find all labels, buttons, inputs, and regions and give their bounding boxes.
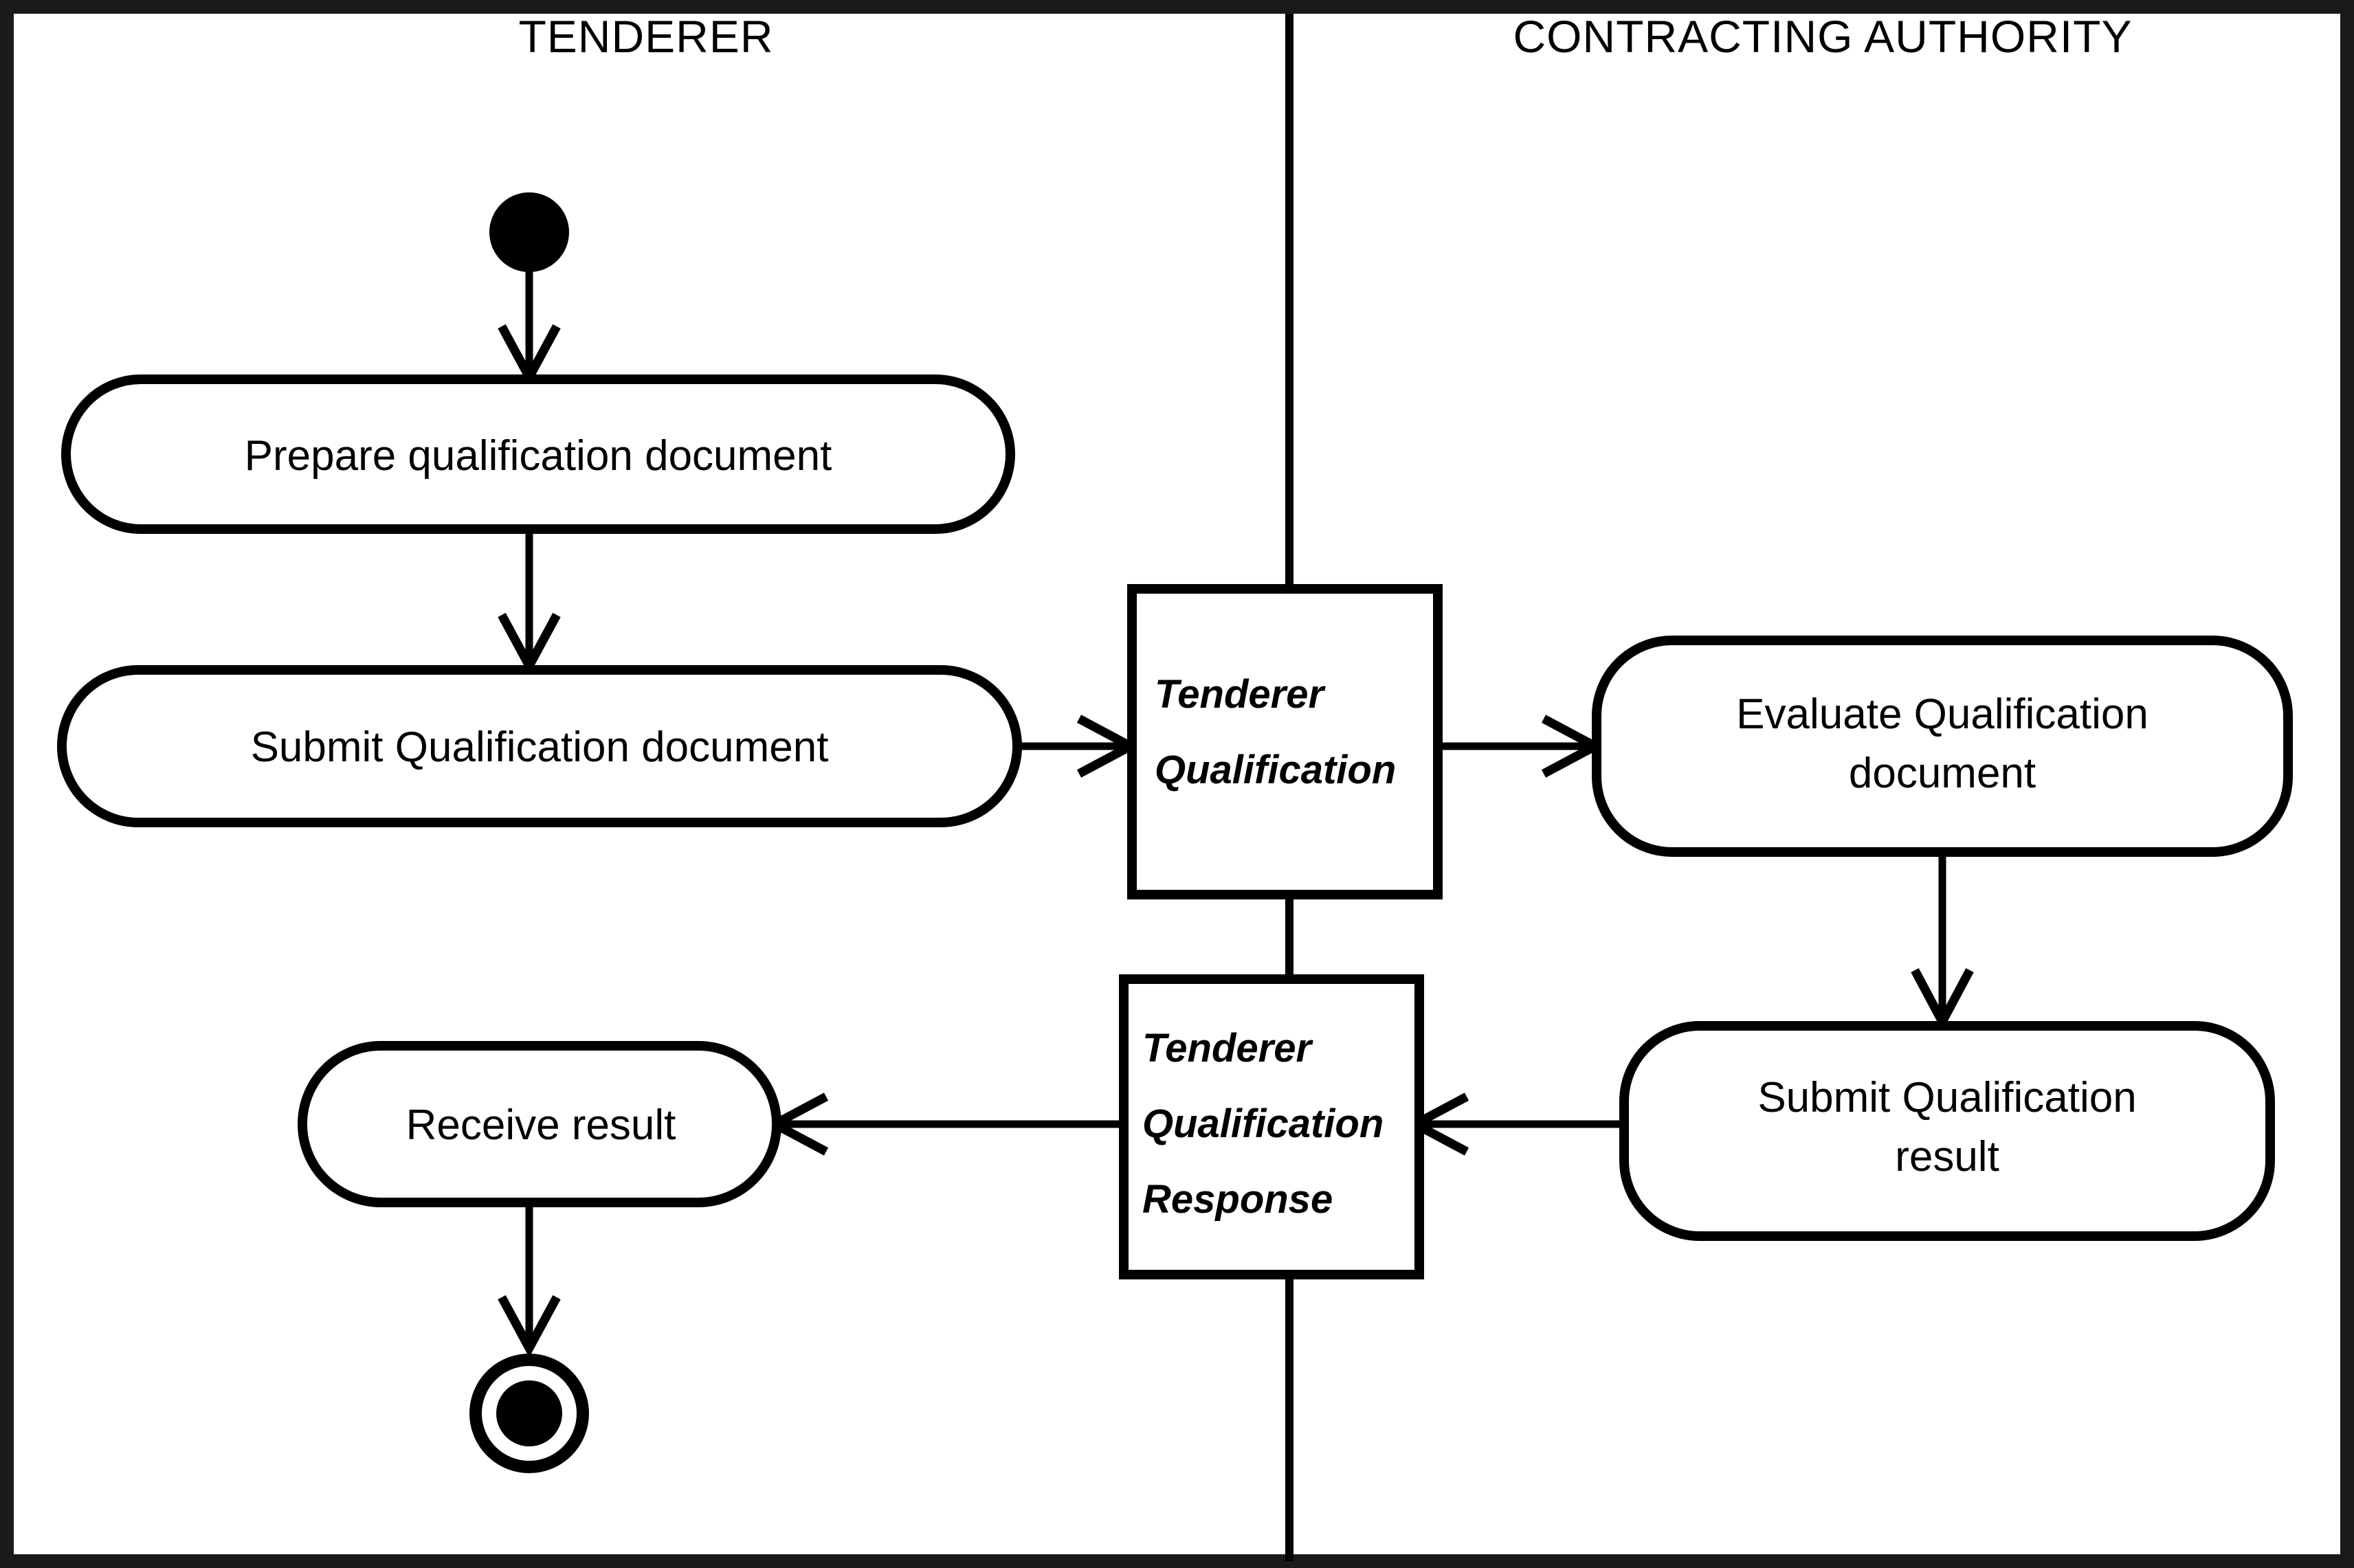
signal-response-label-line-2: Qualification [1142, 1101, 1384, 1146]
signal-response-label-line-1: Tenderer [1142, 1026, 1313, 1071]
action-submit-qualification-result[interactable]: Submit Qualification result [1619, 1021, 2275, 1241]
action-label-submit-result-line-2: result [1895, 1133, 1999, 1180]
action-label-evaluate-line-1: Evaluate Qualification [1736, 691, 2148, 738]
edge-receive-result-to-end [498, 1204, 561, 1358]
lane-title-tenderer: TENDERER [518, 11, 773, 62]
lane-title-contracting-authority: CONTRACTING AUTHORITY [1513, 11, 2132, 62]
edge-start-to-prepare [498, 262, 561, 387]
final-node[interactable] [469, 1354, 589, 1473]
action-label-submit-result-line-1: Submit Qualification [1757, 1074, 2136, 1121]
signal-response-label-line-3: Response [1142, 1177, 1333, 1222]
action-prepare-qualification-document[interactable]: Prepare qualification document [61, 374, 1015, 534]
edge-evaluate-to-submit-result [1911, 852, 1974, 1031]
edge-submit-document-to-signal-qualification [1017, 715, 1140, 778]
signal-label-line-1: Tenderer [1155, 672, 1326, 717]
action-label-evaluate-line-2: document [1849, 750, 2036, 797]
action-label-submit-document: Submit Qualification document [251, 724, 829, 771]
action-submit-qualification-document[interactable]: Submit Qualification document [57, 665, 1022, 827]
signal-tenderer-qualification-response[interactable]: Tenderer Qualification Response [1119, 974, 1424, 1279]
signal-label-line-2: Qualification [1155, 748, 1396, 792]
edge-signal-qualification-to-evaluate [1438, 715, 1605, 778]
action-label-receive-result: Receive result [406, 1101, 676, 1149]
action-label-prepare: Prepare qualification document [245, 432, 832, 480]
edge-signal-response-to-receive-result [765, 1093, 1119, 1156]
signal-tenderer-qualification[interactable]: Tenderer Qualification [1127, 584, 1443, 899]
action-evaluate-qualification-document[interactable]: Evaluate Qualification document [1592, 636, 2293, 857]
edge-prepare-to-submit-document [498, 529, 561, 675]
initial-node[interactable] [489, 192, 569, 272]
edge-submit-result-to-signal-response [1406, 1093, 1622, 1156]
action-receive-result[interactable]: Receive result [298, 1041, 781, 1207]
